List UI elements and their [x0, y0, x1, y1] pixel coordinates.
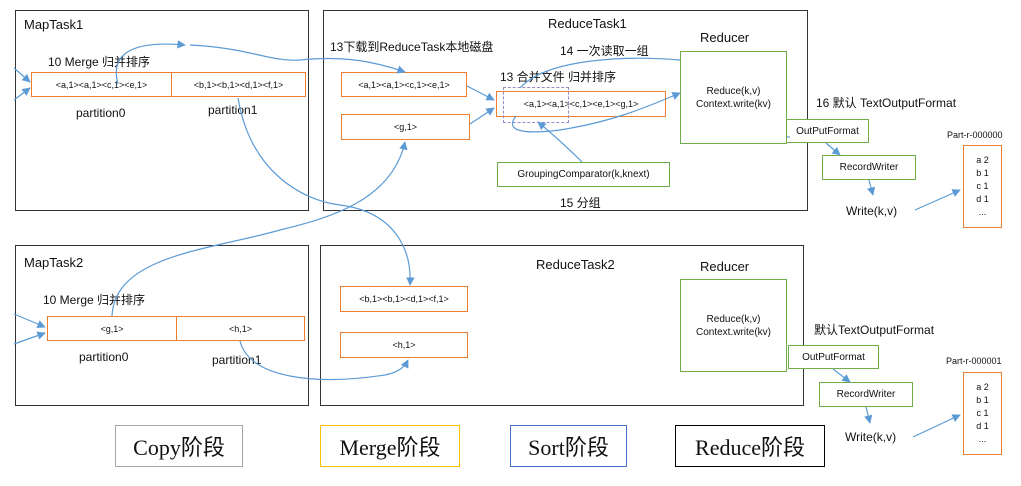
- maptask1-partition0-label: partition0: [76, 106, 126, 120]
- step13-download-label: 13下载到ReduceTask本地磁盘: [330, 40, 494, 54]
- reduce1-merged-box: <a,1><a,1><c,1><e,1><g,1>: [496, 91, 666, 117]
- legend-sort: Sort阶段: [510, 425, 627, 467]
- step14-label: 14 一次读取一组: [560, 44, 649, 58]
- output2-recordwriter-box: RecordWriter: [819, 382, 913, 407]
- step15-label: 15 分组: [560, 196, 601, 210]
- grouping-to-merged-arrow: [537, 121, 583, 163]
- reducer2-line1: Reduce(k,v): [706, 313, 761, 325]
- recordwriter1-to-write-arrow: [866, 179, 876, 196]
- merged-to-reducer-arrow: [511, 92, 681, 133]
- maptask1-merge-label: 10 Merge 归并排序: [48, 55, 151, 69]
- reduce1-box-g-to-merged-arrow: [469, 107, 495, 125]
- reduce1-box-a-to-merged-arrow: [466, 85, 495, 101]
- reducer1-title: Reducer: [700, 30, 750, 45]
- output1-outputformat-box: OutPutFormat: [786, 119, 869, 143]
- outputformat1-to-recordwriter-arrow: [825, 142, 841, 156]
- map1-p0-to-reduce1-arrow: [189, 44, 406, 74]
- output1-file-box: a 2 b 1 c 1 d 1 ...: [963, 145, 1002, 228]
- output1-recordwriter-box: RecordWriter: [822, 155, 916, 180]
- output2-file-line: b 1: [976, 395, 989, 405]
- map2-p1-to-reduce2-arrow: [239, 340, 409, 381]
- output2-write-label: Write(k,v): [845, 430, 897, 444]
- reducetask2-title: ReduceTask2: [536, 257, 615, 272]
- reducetask1-title: ReduceTask1: [548, 16, 627, 31]
- output1-file-line: d 1: [976, 194, 989, 204]
- grouping-comparator-box: GroupingComparator(k,knext): [497, 162, 670, 187]
- output2-file-line: d 1: [976, 421, 989, 431]
- map1-merge-loop-arrow: [115, 40, 186, 85]
- maptask2-partition0-box: <g,1>: [47, 316, 177, 341]
- write1-to-file-arrow: [914, 189, 961, 211]
- output1-file-line: ...: [978, 207, 987, 217]
- map1-input-arrow: [13, 87, 31, 101]
- maptask2-title: MapTask2: [24, 255, 84, 270]
- output1-format-label: 16 默认 TextOutputFormat: [816, 96, 957, 110]
- reducer1-line1: Reduce(k,v): [706, 85, 761, 97]
- maptask2-partition1-box: <h,1>: [176, 316, 305, 341]
- map2-input-arrow: [13, 331, 46, 345]
- output1-file-line: b 1: [976, 168, 989, 178]
- maptask2-merge-label: 10 Merge 归并排序: [43, 293, 146, 307]
- map2-input-arrow: [13, 313, 46, 328]
- reduce2-box-h: <h,1>: [340, 332, 468, 358]
- outputformat2-to-recordwriter-arrow: [832, 368, 851, 383]
- output2-file-box: a 2 b 1 c 1 d 1 ...: [963, 372, 1002, 455]
- maptask1-title: MapTask1: [24, 17, 84, 32]
- output2-format-label: 默认TextOutputFormat: [814, 323, 935, 337]
- reduce2-box-b: <b,1><b,1><d,1><f,1>: [340, 286, 468, 312]
- output2-file-line: ...: [978, 434, 987, 444]
- output2-file-line: c 1: [976, 408, 989, 418]
- output1-file-line: a 2: [976, 155, 989, 165]
- output2-file-line: a 2: [976, 382, 989, 392]
- map1-input-arrow: [13, 67, 31, 83]
- legend-merge: Merge阶段: [320, 425, 460, 467]
- maptask1-partition0-box: <a,1><a,1><c,1><e,1>: [31, 72, 172, 97]
- reduce1-box-a: <a,1><a,1><c,1><e,1>: [341, 72, 467, 97]
- reducer2-box: Reduce(k,v) Context.write(kv): [680, 279, 787, 372]
- output2-file-name: Part-r-000001: [946, 356, 1002, 366]
- output1-file-name: Part-r-000000: [947, 130, 1003, 140]
- step14-curve: [519, 57, 681, 89]
- recordwriter2-to-write-arrow: [864, 406, 873, 424]
- reducer2-title: Reducer: [700, 259, 750, 274]
- maptask2-partition0-label: partition0: [79, 350, 129, 364]
- output1-file-line: c 1: [976, 181, 989, 191]
- reduce1-box-g: <g,1>: [341, 114, 470, 140]
- sort-dashed-highlight: [503, 87, 569, 123]
- write2-to-file-arrow: [912, 414, 961, 438]
- output1-write-label: Write(k,v): [846, 204, 898, 218]
- reducer2-line2: Context.write(kv): [695, 326, 771, 338]
- maptask1-partition1-label: partition1: [208, 103, 258, 117]
- legend-copy: Copy阶段: [115, 425, 243, 467]
- output2-outputformat-box: OutPutFormat: [788, 345, 879, 369]
- map2-p0-to-reduce1-arrow: [111, 141, 408, 317]
- reducer1-line2: Context.write(kv): [695, 98, 771, 110]
- map1-p1-to-reduce2-arrow: [237, 97, 415, 286]
- legend-reduce: Reduce阶段: [675, 425, 825, 467]
- maptask1-partition1-box: <b,1><b,1><d,1><f,1>: [171, 72, 306, 97]
